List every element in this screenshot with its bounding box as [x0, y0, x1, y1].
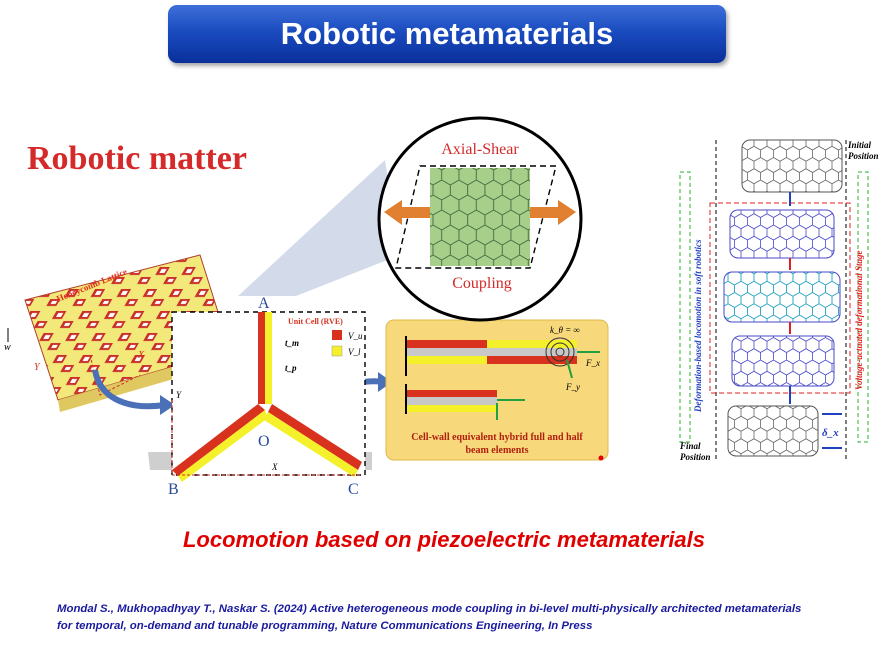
beam-caption-2: beam elements	[465, 445, 528, 456]
right-vertical-label: Voltage-actuated deformational Stage	[854, 250, 864, 390]
t-p: t_p	[285, 363, 297, 373]
lattice-w: w	[4, 342, 11, 353]
blue-arrow-left	[92, 369, 166, 410]
beam-box: k_θ = ∞ F_x F_y Cell-wall equivalent hyb…	[385, 319, 609, 461]
t-m: t_m	[285, 338, 299, 348]
initial-position-2: Position	[848, 151, 879, 161]
reference: Mondal S., Mukhopadhyay T., Naskar S. (2…	[57, 601, 877, 635]
axis-x: X	[271, 462, 278, 472]
beam-caption-1: Cell-wall equivalent hybrid full and hal…	[411, 432, 583, 443]
node-o: O	[258, 433, 270, 450]
k-theta: k_θ = ∞	[550, 325, 580, 335]
initial-position-1: Initial	[847, 140, 872, 150]
axial-shear-circle: Axial-Shear Coupling	[377, 116, 583, 322]
zoom-cone	[238, 160, 400, 296]
axis-y: Y	[176, 390, 182, 400]
circle-top-label: Axial-Shear	[441, 141, 519, 158]
unit-cell-title: Unit Cell (RVE)	[288, 317, 343, 326]
title-banner: Robotic metamaterials	[168, 5, 726, 63]
circle-bottom-label: Coupling	[452, 275, 512, 292]
reference-line-2: for temporal, on-demand and tunable prog…	[57, 620, 593, 632]
delta-x: δ_x	[822, 427, 839, 439]
locomotion-diagram: Initial Position Final Position δ_x Defo…	[679, 139, 879, 462]
unit-cell: A B C O Unit Cell (RVE) V_u V_l t_m t_p …	[168, 295, 366, 498]
left-vertical-label: Deformation-based locomotion in soft rob…	[693, 239, 703, 413]
legend-vl: V_l	[348, 347, 361, 357]
node-b: B	[168, 481, 179, 498]
lattice-y: Y	[34, 362, 41, 373]
robotic-matter-heading: Robotic matter	[27, 140, 247, 177]
legend-vu: V_u	[348, 331, 363, 341]
node-c: C	[348, 481, 359, 498]
arrow-right	[530, 200, 576, 225]
page-title: Robotic metamaterials	[280, 16, 614, 51]
final-position-2: Position	[680, 452, 711, 462]
final-position-1: Final	[679, 441, 701, 451]
figure-caption: Locomotion based on piezoelectric metama…	[182, 527, 706, 552]
arrow-left	[384, 200, 430, 225]
fx-label: F_x	[585, 358, 600, 368]
node-a: A	[258, 295, 270, 312]
fy-label: F_y	[565, 382, 580, 392]
lattice-x: X	[137, 350, 145, 361]
reference-line-1: Mondal S., Mukhopadhyay T., Naskar S. (2…	[57, 603, 802, 615]
